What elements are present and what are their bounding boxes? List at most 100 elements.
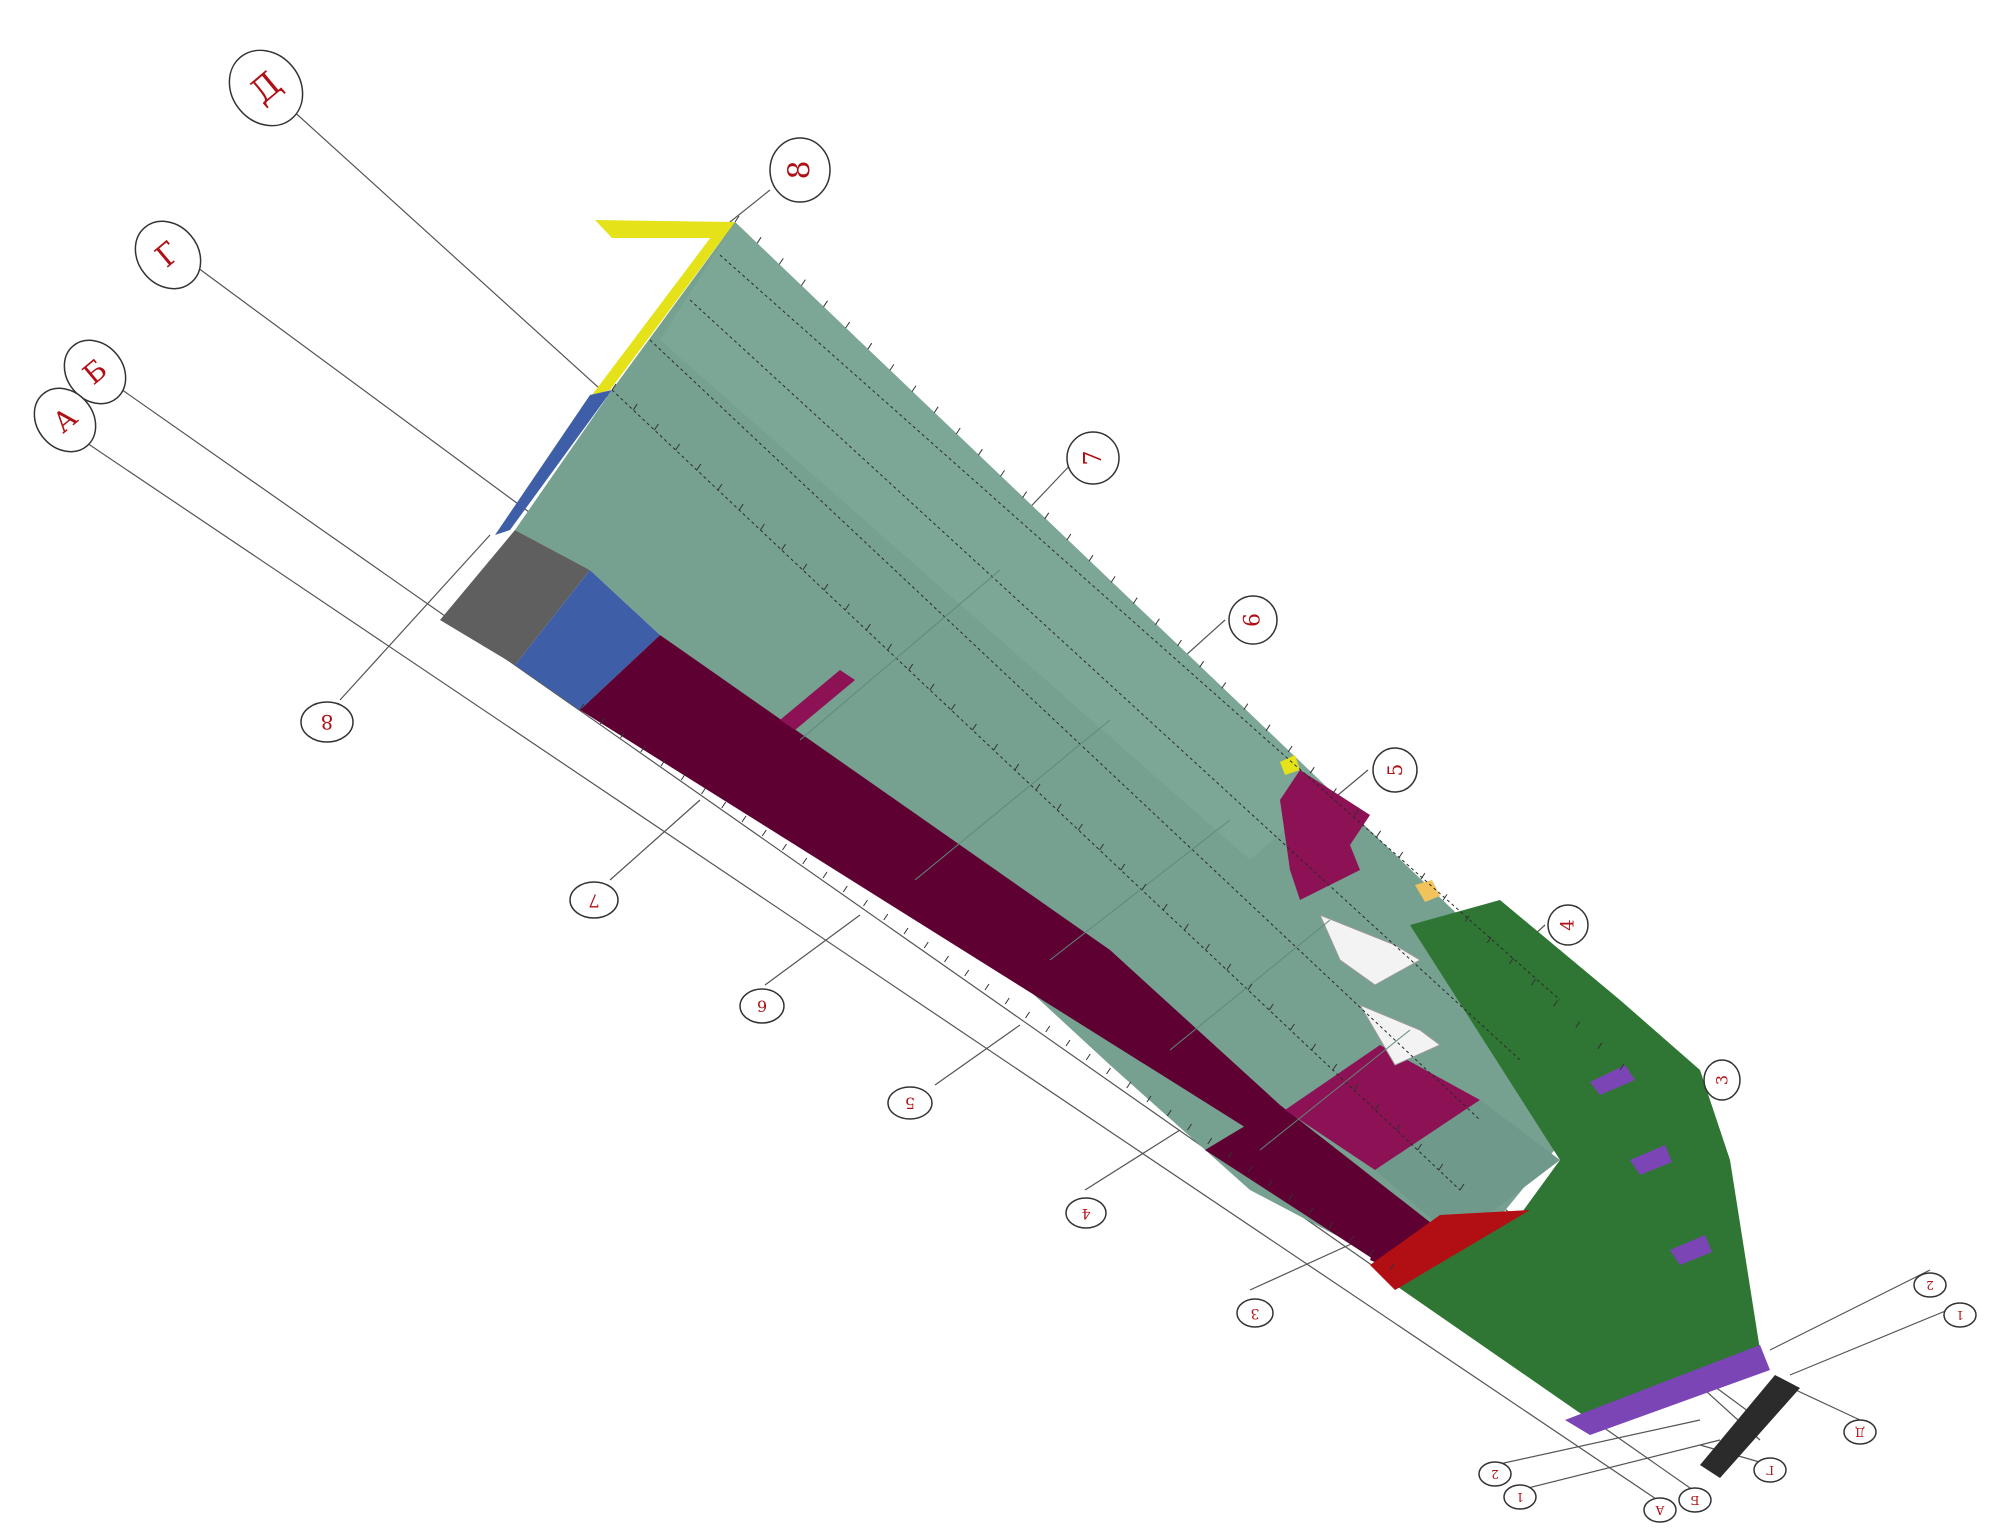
axis-bubble-mid-7: 7 <box>1066 431 1120 485</box>
leader-1-bottom <box>1519 1439 1721 1491</box>
axis-bubble-mid-5: 5 <box>1372 747 1418 793</box>
tick-mark <box>889 364 895 371</box>
tick-mark <box>1243 703 1249 710</box>
edge-purple-3 <box>1670 1235 1712 1265</box>
axis-bubble-top-8: 8 <box>769 137 831 203</box>
edge-purple-2 <box>1630 1145 1672 1175</box>
edge-purple-bottom <box>1565 1345 1770 1435</box>
tick-mark <box>1132 597 1138 604</box>
axis-bubble-low-7: 7 <box>569 881 619 919</box>
tick-mark <box>1395 1123 1401 1131</box>
wall-maroon-lower <box>1205 1105 1440 1270</box>
tick-mark <box>911 385 917 392</box>
tick-mark <box>1187 1123 1192 1131</box>
accent-orange-small <box>1415 880 1440 902</box>
tick-mark <box>1311 1043 1317 1051</box>
tick-mark <box>1162 903 1168 911</box>
tick-mark <box>1085 1053 1091 1061</box>
tick-mark <box>1575 1021 1581 1028</box>
svg-text:5: 5 <box>1383 764 1407 777</box>
tick-mark <box>1226 963 1232 971</box>
tick-mark <box>955 427 961 435</box>
axis-bubble-right-d: Д <box>1843 1419 1877 1445</box>
leader-3-low <box>1249 1239 1361 1291</box>
axis-bubble-bottom-a: А <box>1643 1497 1677 1523</box>
tick-mark <box>741 815 747 823</box>
tick-mark <box>738 503 744 511</box>
svg-text:1: 1 <box>1956 1308 1964 1322</box>
tick-mark <box>756 236 762 244</box>
tick-mark <box>903 927 909 935</box>
tick-mark <box>1331 788 1337 795</box>
tick-mark <box>1154 618 1160 626</box>
tick-mark <box>1268 1179 1273 1187</box>
tick-mark <box>1309 766 1315 774</box>
axis-bubble-low-6: 6 <box>739 988 785 1024</box>
tick-mark <box>579 703 585 711</box>
tick-mark <box>800 279 806 286</box>
tick-mark <box>823 300 828 308</box>
axis-bubble-low-4: 4 <box>1065 1197 1107 1229</box>
stair-opening <box>1319 914 1421 986</box>
tick-mark <box>823 583 829 591</box>
leader-7-low <box>609 799 701 881</box>
axis-bubble-low-3: 3 <box>1236 1298 1274 1328</box>
axis-bubble-bottom-b: Б <box>1678 1487 1712 1513</box>
svg-text:2: 2 <box>1491 1467 1499 1481</box>
tick-mark <box>802 857 808 865</box>
tick-mark <box>1265 724 1271 732</box>
tick-mark <box>781 543 787 551</box>
tick-mark <box>640 745 646 753</box>
axis-bubble-low-8: 8 <box>300 701 354 743</box>
tick-mark <box>1268 1003 1274 1011</box>
svg-text:5: 5 <box>905 1094 915 1113</box>
tick-mark <box>1287 745 1293 753</box>
svg-text:8: 8 <box>321 710 334 734</box>
tick-mark <box>1141 883 1147 891</box>
tick-mark <box>993 743 999 751</box>
svg-text:7: 7 <box>1079 450 1107 465</box>
tick-mark <box>1354 809 1359 816</box>
tick-mark <box>977 448 983 456</box>
tick-mark <box>802 563 808 571</box>
svg-text:3: 3 <box>1251 1305 1260 1321</box>
tick-mark <box>1120 863 1126 871</box>
wall-magenta-small <box>780 670 855 730</box>
tick-mark <box>842 885 848 893</box>
wall-magenta <box>1285 1045 1480 1170</box>
tick-mark <box>844 603 850 611</box>
tick-mark <box>887 643 893 651</box>
tick-mark <box>1247 983 1253 991</box>
tick-mark <box>1177 639 1182 647</box>
svg-text:Д: Д <box>1855 1425 1865 1439</box>
tick-mark <box>680 773 686 781</box>
tick-mark <box>1166 1109 1172 1117</box>
tick-mark <box>964 969 970 977</box>
accent-yellow-small <box>1280 755 1300 775</box>
axis-bubble-top-g: Г <box>134 220 202 290</box>
tick-mark <box>1389 1263 1395 1271</box>
tick-mark <box>1597 1042 1603 1050</box>
tick-mark <box>782 843 787 851</box>
tick-mark <box>933 406 939 414</box>
slab-teal-upper <box>660 222 1330 860</box>
axis-bubble-right-2: 2 <box>1913 1272 1947 1298</box>
tick-mark <box>1066 533 1072 541</box>
tick-mark <box>929 683 935 691</box>
block-gray <box>440 530 590 665</box>
tick-mark <box>734 215 740 223</box>
wall-blue-strip <box>495 390 612 535</box>
tick-mark <box>883 913 889 921</box>
tick-mark <box>1022 491 1028 498</box>
stair-opening-2 <box>1358 1003 1441 1066</box>
axis-bubble-right-1: 1 <box>1943 1302 1977 1328</box>
tick-mark <box>1553 1000 1559 1007</box>
wall-magenta-upper <box>1280 770 1370 900</box>
roof-edge-yellow-left <box>592 222 735 395</box>
tick-mark <box>1288 1193 1294 1201</box>
tick-mark <box>923 941 929 949</box>
exterior-stair <box>1700 1375 1800 1478</box>
tick-mark <box>1369 1249 1375 1257</box>
svg-text:2: 2 <box>1926 1278 1934 1292</box>
grid-lines <box>74 107 1961 1506</box>
